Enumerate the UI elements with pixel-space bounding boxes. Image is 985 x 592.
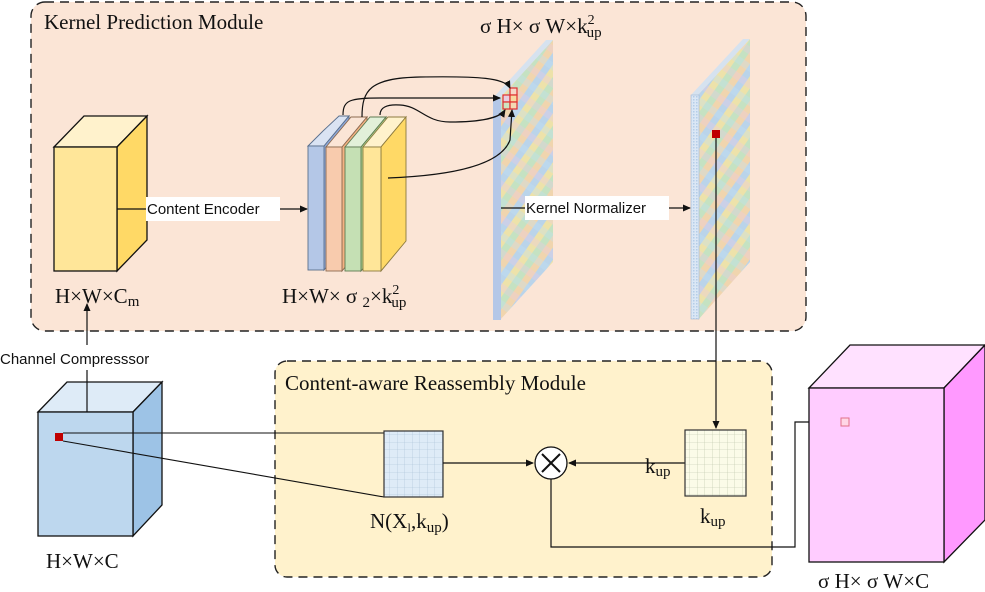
input-feature-dims: H×W×C xyxy=(46,549,119,573)
input-pixel-highlight xyxy=(55,433,63,441)
input-feature-cube xyxy=(36,380,164,538)
content-encoder-label-bg xyxy=(146,197,280,221)
neighborhood-grid xyxy=(383,430,444,498)
output-feature-dims: σ H× σ W×C xyxy=(818,569,929,592)
neighborhood-projection-lines xyxy=(62,432,385,498)
kernel-normalizer-label: Kernel Normalizer xyxy=(526,200,646,217)
kernel-normalizer-label-bg xyxy=(525,196,669,220)
kernel-prediction-title: Kernel Prediction Module xyxy=(44,10,263,34)
compressed-feature-dims: H×W×Cm xyxy=(55,284,140,310)
normalized-kernel-slab xyxy=(690,39,750,320)
compressed-feature-cube xyxy=(52,114,149,273)
normalized-kernel-pixel xyxy=(712,130,720,138)
curve-arrow-2 xyxy=(361,76,511,118)
encoded-slice-4 xyxy=(362,115,407,273)
curve-arrow-4 xyxy=(387,109,516,179)
curve-arrow-1 xyxy=(342,94,501,116)
kernel-cells-highlight xyxy=(502,87,518,110)
slice-to-kernel-arrows xyxy=(342,76,516,179)
reassembly-kernel-label: kup xyxy=(700,504,726,530)
kernel-arrow-label: kup xyxy=(645,454,671,480)
content-encoder-label: Content Encoder xyxy=(147,201,260,218)
kernel-prediction-module: Kernel Prediction Module xyxy=(30,1,807,332)
content-reassembly-module: Content-aware Reassembly Module xyxy=(274,360,773,578)
output-pixel-highlight xyxy=(840,417,850,427)
kernel-prediction-panel xyxy=(30,1,807,332)
neighborhood-label: N(Xl,kup) xyxy=(370,509,449,536)
content-reassembly-title: Content-aware Reassembly Module xyxy=(285,371,586,395)
content-reassembly-panel xyxy=(274,360,773,578)
multiply-operator xyxy=(534,446,568,480)
reassembly-kernel-grid xyxy=(684,429,747,497)
curve-arrow-3 xyxy=(379,104,506,123)
output-feature-cube xyxy=(807,344,985,564)
encoded-feature-slices xyxy=(306,114,407,273)
channel-compressor-label: Channel Compresssor xyxy=(0,351,149,368)
